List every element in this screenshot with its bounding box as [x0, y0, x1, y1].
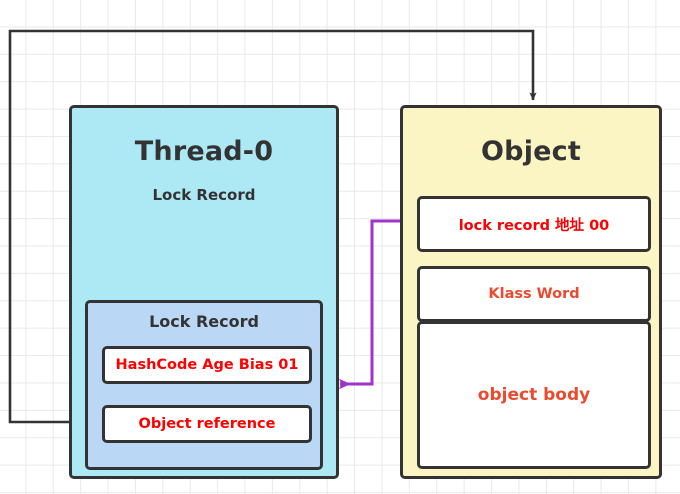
cell-klass-word[interactable]: Klass Word [417, 266, 651, 322]
inner-lock-record-box[interactable]: Lock Record HashCode Age Bias 01 Object … [85, 300, 323, 470]
cell-lock-record-address[interactable]: lock record 地址 00 [417, 196, 651, 252]
cell-object-body[interactable]: object body [417, 321, 651, 469]
connector-lock-record-address-to-lock-record [339, 219, 404, 390]
object-box[interactable]: Object lock record 地址 00 Klass Word obje… [400, 105, 662, 479]
thread-title: Thread-0 [134, 136, 274, 167]
inner-lock-record-title: Lock Record [149, 312, 259, 331]
cell-object-reference[interactable]: Object reference [102, 405, 312, 443]
thread-subtitle: Lock Record [152, 186, 256, 204]
cell-hashcode-age-bias[interactable]: HashCode Age Bias 01 [102, 346, 312, 384]
object-title: Object [481, 136, 581, 167]
